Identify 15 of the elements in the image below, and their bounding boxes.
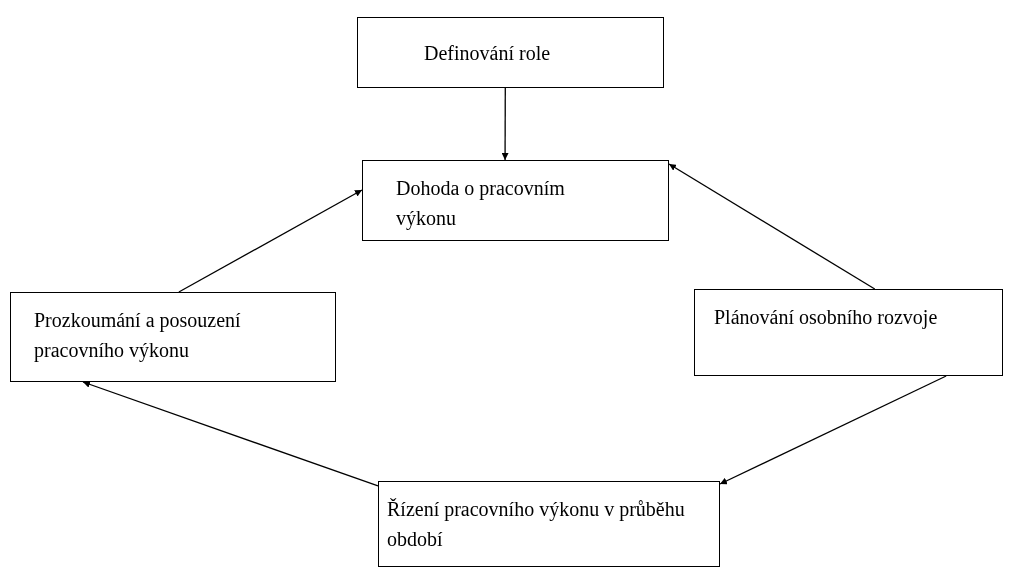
arrow <box>719 375 947 485</box>
process-box <box>10 292 336 382</box>
box-label: Definování role <box>424 41 551 66</box>
arrow <box>501 87 509 161</box>
arrow <box>668 163 876 290</box>
arrow <box>178 189 363 293</box>
box-label: Dohoda o pracovním výkonu <box>396 176 566 232</box>
box-label: Prozkoumání a posouzení pracovního výkonu <box>34 308 242 364</box>
process-box <box>378 481 720 567</box>
box-label: Řízení pracovního výkonu v průběhu období <box>387 497 686 552</box>
arrow <box>82 381 379 487</box>
process-box <box>357 17 664 88</box>
box-label: Plánování osobního rozvoje <box>714 305 938 331</box>
process-box <box>362 160 669 241</box>
process-box <box>694 289 1003 376</box>
